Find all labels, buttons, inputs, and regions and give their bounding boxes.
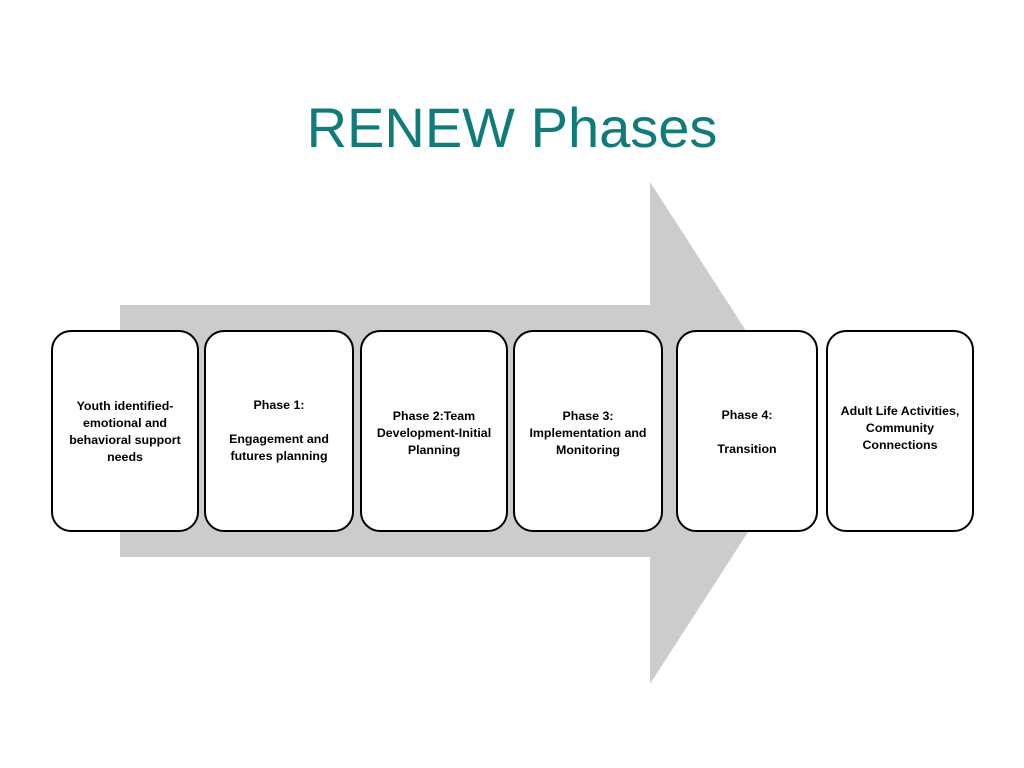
phase-box-adult-life[interactable]: Adult Life Activities, Community Connect… [826, 330, 974, 532]
phase-box-phase-2[interactable]: Phase 2:Team Development-Initial Plannin… [360, 330, 508, 532]
phase-box-phase-4[interactable]: Phase 4: Transition [676, 330, 818, 532]
phase-box-label: Youth identified-emotional and behaviora… [69, 399, 181, 464]
phase-box-phase-3[interactable]: Phase 3: Implementation and Monitoring [513, 330, 663, 532]
phase-box-label: Phase 2:Team Development-Initial Plannin… [376, 408, 492, 457]
phase-box-label: Phase 3: Implementation and Monitoring [529, 408, 647, 457]
phase-box-label: Phase 4: Transition [717, 407, 777, 456]
phase-box-label: Adult Life Activities, Community Connect… [840, 403, 960, 452]
page-title: RENEW Phases [306, 96, 718, 159]
phase-box-youth-identified-needs[interactable]: Youth identified-emotional and behaviora… [51, 330, 199, 532]
phase-box-phase-1[interactable]: Phase 1: Engagement and futures planning [204, 330, 354, 532]
phase-box-label: Phase 1: Engagement and futures planning [229, 398, 329, 463]
